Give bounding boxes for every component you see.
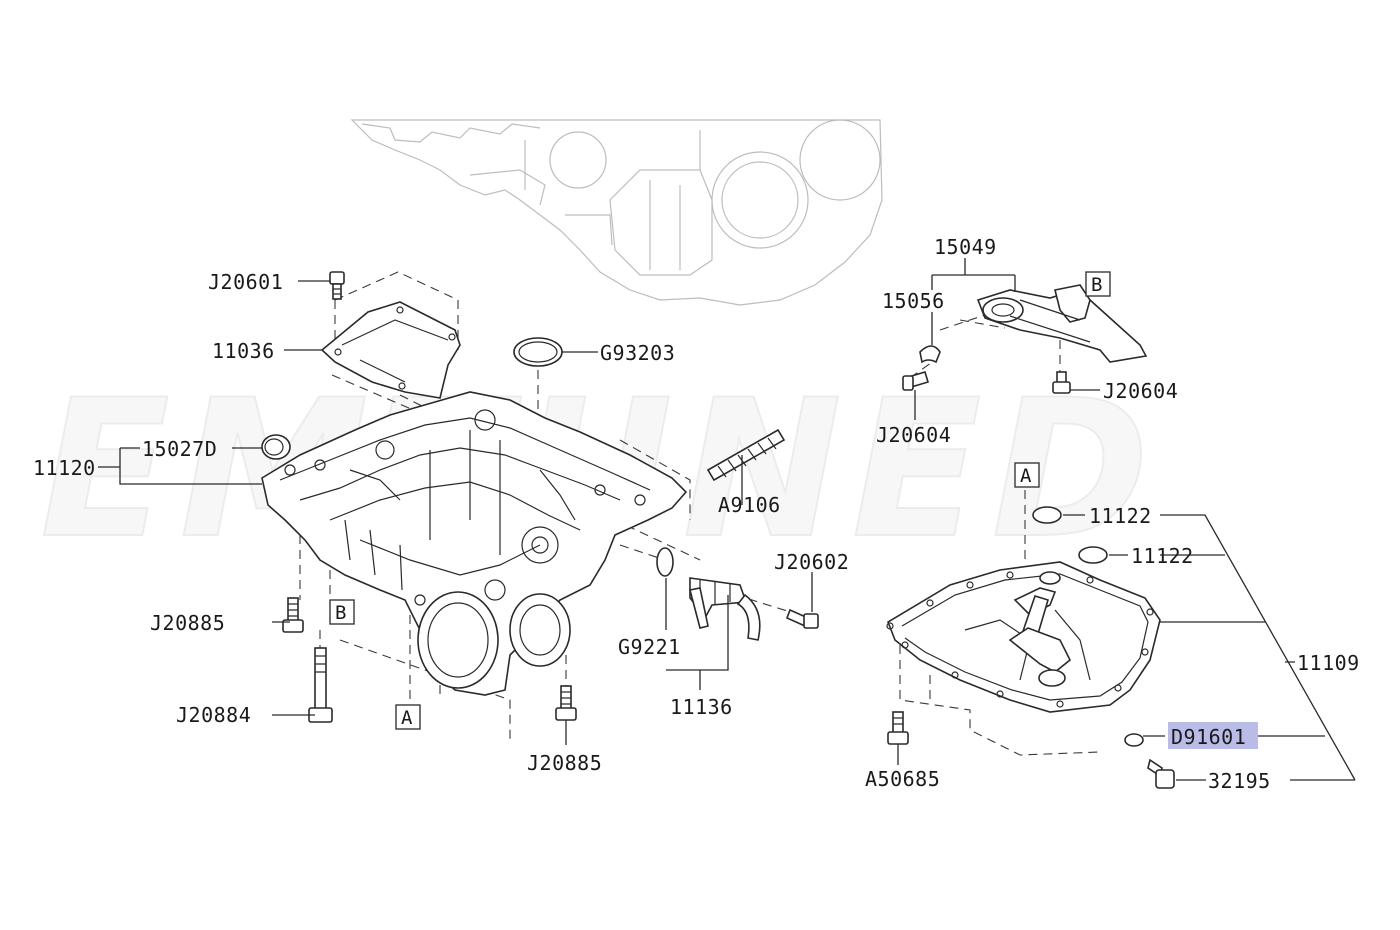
- label-j20885-left: J20885: [150, 611, 225, 635]
- bolt-j20604-upper: [902, 371, 929, 391]
- oil-pan-11109: [886, 490, 1161, 756]
- svg-text:A: A: [401, 707, 413, 729]
- baffle-plate-11036: [320, 301, 461, 399]
- bolt-j20884: [308, 647, 333, 723]
- leader-lines: [98, 258, 1356, 781]
- o-ring-11122-upper: [1032, 506, 1062, 524]
- o-ring-15056: [919, 345, 941, 364]
- label-15049: 15049: [934, 235, 997, 259]
- plug-15027d: [261, 434, 291, 460]
- engine-block-ghost: [350, 119, 883, 306]
- upper-oil-pan-11120: [261, 271, 801, 740]
- ref-box-b-right: B: [1085, 271, 1111, 297]
- ref-box-a-left: A: [395, 704, 421, 730]
- label-j20602: J20602: [774, 550, 849, 574]
- bolt-j20602: [785, 608, 819, 629]
- bolt-j20601: [329, 271, 345, 300]
- label-j20601: J20601: [208, 270, 283, 294]
- part-highlight: [1168, 722, 1258, 749]
- oil-strainer-15049: [909, 284, 1148, 379]
- label-11109: 11109: [1297, 651, 1360, 675]
- label-a9106: A9106: [718, 493, 781, 517]
- label-11122-lower: 11122: [1131, 544, 1194, 568]
- label-11136: 11136: [670, 695, 733, 719]
- gasket-g9221: [656, 547, 674, 577]
- o-ring-11122-lower: [1078, 546, 1108, 564]
- label-a50685: A50685: [865, 767, 940, 791]
- label-g9221: G9221: [618, 635, 681, 659]
- svg-text:A: A: [1020, 465, 1032, 487]
- label-15056: 15056: [882, 289, 945, 313]
- svg-text:B: B: [1091, 274, 1102, 296]
- svg-text:B: B: [335, 602, 346, 624]
- fitting-11136: [689, 577, 761, 641]
- label-g93203: G93203: [600, 341, 675, 365]
- bolt-j20885-left: [282, 597, 304, 633]
- label-11122-upper: 11122: [1089, 504, 1152, 528]
- bolt-j20604-right: [1052, 371, 1071, 394]
- bolt-a50685: [887, 711, 909, 745]
- drain-plug-32195: [1147, 758, 1175, 789]
- label-j20604-upper: J20604: [876, 423, 951, 447]
- label-15027d: 15027D: [142, 437, 217, 461]
- label-d91601: D91601: [1171, 725, 1246, 749]
- label-j20604-right: J20604: [1103, 379, 1178, 403]
- label-11036: 11036: [212, 339, 275, 363]
- label-32195: 32195: [1208, 769, 1271, 793]
- ref-box-a-right: A: [1014, 462, 1040, 488]
- label-j20884: J20884: [176, 703, 251, 727]
- bolt-j20885-bottom: [555, 685, 577, 721]
- label-j20885-bottom: J20885: [527, 751, 602, 775]
- washer-d91601: [1124, 733, 1144, 747]
- label-11120: 11120: [33, 456, 96, 480]
- ref-box-b-left: B: [329, 599, 355, 625]
